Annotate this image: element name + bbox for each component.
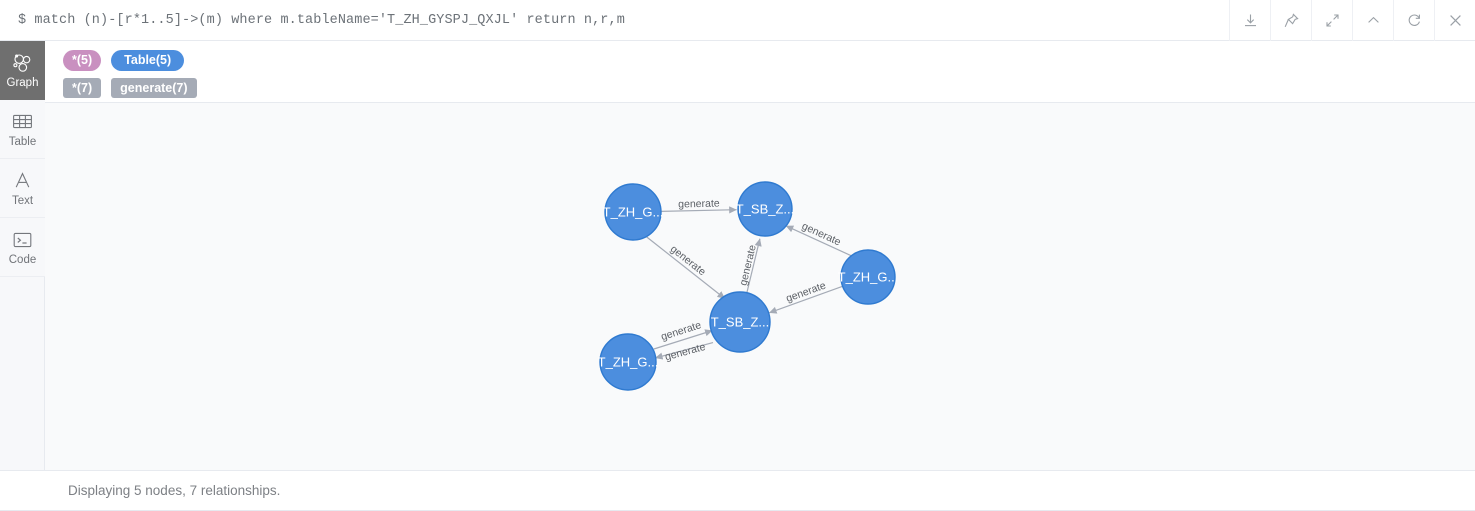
- legend-pill-rel-generate[interactable]: generate(7): [111, 78, 197, 98]
- relationship-label: generate: [784, 279, 827, 304]
- sidebar-item-label: Graph: [6, 76, 39, 89]
- table-icon: [12, 111, 33, 133]
- query-toolbar: [1229, 0, 1475, 41]
- relationship-label: generate: [668, 243, 708, 278]
- relationship-label: generate: [737, 244, 758, 287]
- sidebar-item-code[interactable]: Code: [0, 218, 45, 277]
- legend-panel: *(5) Table(5) *(7) generate(7): [45, 41, 1475, 103]
- graph-node[interactable]: T_ZH_G...: [838, 249, 899, 305]
- sidebar-item-text[interactable]: Text: [0, 159, 45, 218]
- code-icon: [12, 229, 33, 251]
- expand-icon[interactable]: [1311, 0, 1352, 41]
- relationship-generate[interactable]: generate: [737, 238, 762, 293]
- graph-node[interactable]: T_ZH_G...: [603, 183, 664, 241]
- sidebar-item-label: Text: [11, 194, 34, 207]
- query-text[interactable]: $ match (n)-[r*1..5]->(m) where m.tableN…: [18, 12, 625, 28]
- relationship-generate[interactable]: generate: [660, 198, 737, 214]
- graph-node[interactable]: T_SB_Z...: [736, 181, 795, 237]
- graph-node[interactable]: T_SB_Z...: [709, 291, 771, 353]
- graph-node[interactable]: T_ZH_G...: [598, 333, 659, 391]
- legend-pill-label-table[interactable]: Table(5): [111, 49, 185, 71]
- relationship-label: generate: [660, 319, 703, 343]
- status-bar: Displaying 5 nodes, 7 relationships.: [0, 470, 1475, 510]
- refresh-icon[interactable]: [1393, 0, 1434, 41]
- relationship-label: generate: [800, 220, 843, 248]
- graph-canvas[interactable]: generate generate generate generate: [45, 103, 1475, 471]
- legend-pill-all-nodes[interactable]: *(5): [63, 49, 102, 71]
- view-sidebar: Graph Table Text: [0, 41, 45, 471]
- legend-pill-all-rels[interactable]: *(7): [63, 78, 102, 98]
- legend-node-row: *(5) Table(5): [63, 48, 1475, 72]
- relationship-generate[interactable]: generate: [646, 236, 726, 300]
- collapse-chevron-up-icon[interactable]: [1352, 0, 1393, 41]
- text-icon: [13, 170, 32, 192]
- close-icon[interactable]: [1434, 0, 1475, 41]
- sidebar-item-table[interactable]: Table: [0, 100, 45, 159]
- sidebar-item-label: Code: [8, 253, 37, 266]
- download-icon[interactable]: [1229, 0, 1270, 41]
- sidebar-item-label: Table: [8, 135, 37, 148]
- legend-rel-row: *(7) generate(7): [63, 76, 1475, 100]
- relationship-generate[interactable]: generate: [785, 220, 852, 257]
- relationship-label: generate: [678, 198, 720, 211]
- graph-icon: [12, 52, 33, 74]
- pin-icon[interactable]: [1270, 0, 1311, 41]
- sidebar-filler: [0, 277, 44, 471]
- status-text: Displaying 5 nodes, 7 relationships.: [68, 483, 281, 498]
- sidebar-item-graph[interactable]: Graph: [0, 41, 45, 100]
- relationship-generate[interactable]: generate: [768, 279, 844, 314]
- query-bar: $ match (n)-[r*1..5]->(m) where m.tableN…: [0, 0, 1475, 41]
- relationship-generate[interactable]: generate: [654, 341, 714, 363]
